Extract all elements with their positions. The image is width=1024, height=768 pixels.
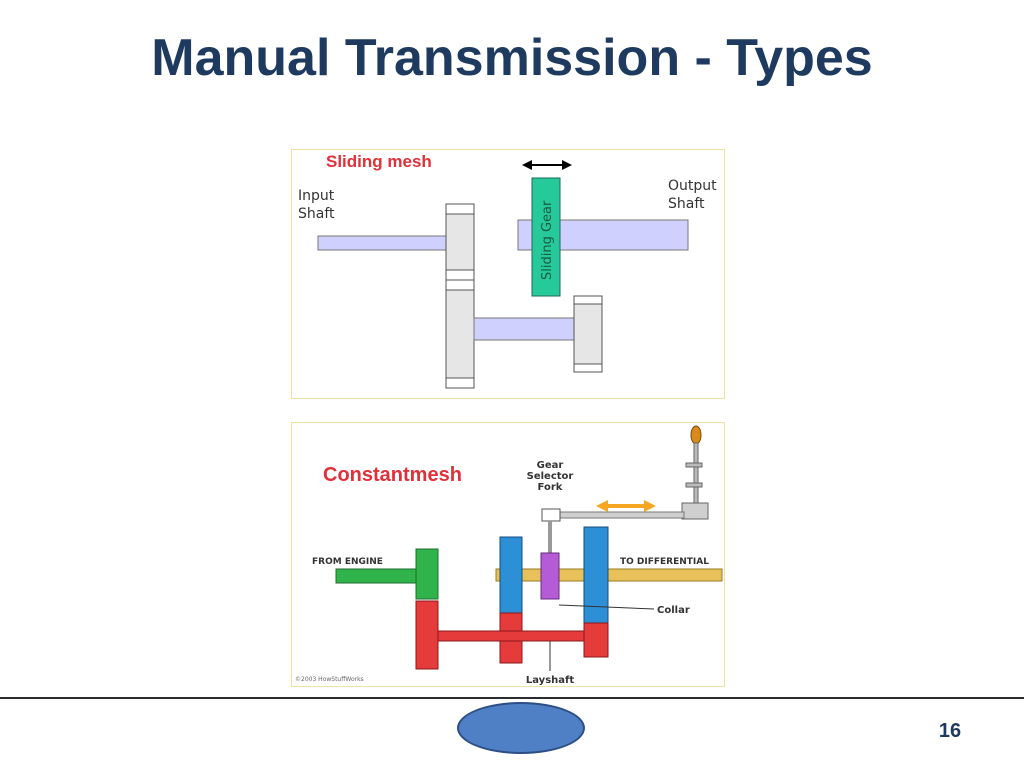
countershaft [473, 317, 575, 341]
collar-label: Collar [657, 605, 690, 616]
sliding-mesh-svg: Sliding mesh Input Shaft Output Shaft Sl… [298, 152, 717, 389]
output-shaft-label-line2: Shaft [668, 196, 705, 212]
reverse-gear [573, 295, 603, 373]
from-engine-label: FROM ENGINE [312, 557, 383, 567]
constant-mesh-diagram: Constantmesh Gear Selector Fork FROM ENG… [291, 422, 725, 687]
layshaft [437, 630, 585, 642]
engine-input-shaft [335, 568, 417, 584]
layshaft-label: Layshaft [526, 675, 575, 686]
footer-oval-shape [457, 702, 585, 754]
input-shaft [317, 235, 447, 251]
collar [540, 552, 560, 600]
sliding-gear-label: Sliding Gear [540, 200, 555, 280]
fork-label-line3: Fork [538, 482, 563, 493]
selector-rod [543, 511, 685, 519]
gear-lever [681, 425, 709, 520]
collar-pointer [558, 604, 655, 610]
blue-gear-left [499, 536, 523, 614]
footer-divider [0, 697, 1024, 699]
sliding-gear [531, 177, 561, 297]
fork-bracket [541, 508, 561, 522]
fork-label-line2: Selector [527, 471, 574, 482]
slide-number: 16 [938, 720, 962, 742]
layshaft-gear-right [583, 622, 609, 658]
layshaft-drive-gear [415, 600, 439, 670]
slide-title: Manual Transmission - Types [151, 29, 873, 87]
sliding-mesh-title: Sliding mesh [326, 152, 432, 171]
input-gear-green [415, 548, 439, 600]
input-shaft-label-line2: Shaft [298, 206, 335, 222]
constant-mesh-title: Constantmesh [323, 464, 462, 486]
fork-label-line1: Gear [537, 460, 564, 471]
constant-mesh-svg: Constantmesh Gear Selector Fork FROM ENG… [295, 425, 723, 686]
blue-gear-right [583, 526, 609, 624]
sliding-mesh-diagram: Sliding mesh Input Shaft Output Shaft Sl… [291, 149, 725, 399]
to-differential-label: TO DIFFERENTIAL [620, 557, 709, 567]
selector-fork [548, 521, 552, 555]
double-arrow-icon [522, 160, 572, 170]
input-shaft-label-line1: Input [298, 188, 335, 204]
input-gear [445, 203, 475, 281]
output-shaft-label-line1: Output [668, 178, 717, 194]
double-arrow-orange-icon [596, 500, 656, 512]
copyright-text: ©2003 HowStuffWorks [295, 676, 364, 683]
counter-gear [445, 279, 475, 389]
output-shaft-yellow [495, 568, 723, 582]
